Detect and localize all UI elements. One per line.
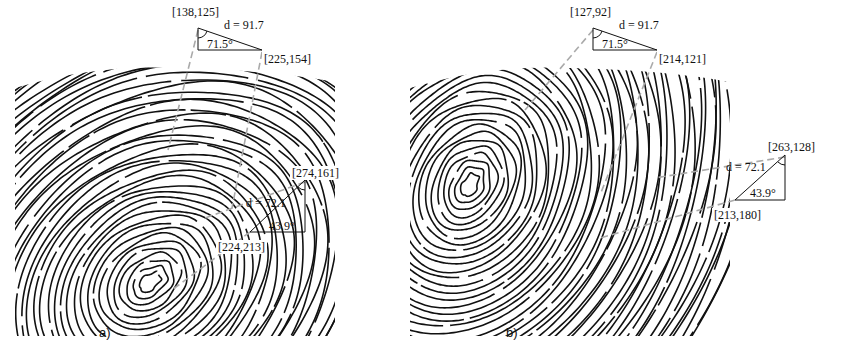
coordinate-label: [274,161] [290, 166, 341, 180]
fingerprint-ridges [0, 0, 472, 342]
coordinate-label: [213,180] [712, 208, 763, 222]
distance-label: d = 91.7 [222, 18, 266, 32]
leader-line [655, 157, 785, 178]
distance-label: d = 72.1 [244, 196, 288, 210]
angle-arc [298, 187, 305, 190]
coordinate-label: [225,154] [262, 52, 313, 66]
fingerprint-ridges [181, 0, 764, 342]
coordinate-label: [224,213] [216, 240, 267, 254]
angle-arc [778, 162, 785, 165]
leader-line [168, 30, 198, 150]
angle-arc [593, 31, 602, 38]
coordinate-label: [263,128] [766, 140, 817, 154]
coordinate-label: [214,121] [657, 52, 708, 66]
angle-label: 43.9° [748, 186, 778, 200]
angle-label: 71.5° [600, 37, 630, 51]
leader-line [205, 182, 305, 218]
leader-line [600, 52, 657, 195]
angle-label: 71.5° [205, 37, 235, 51]
coordinate-label: [138,125] [170, 5, 221, 19]
panel-label: a) [97, 325, 113, 340]
leader-line [232, 52, 262, 208]
coordinate-label: [127,92] [568, 5, 613, 19]
angle-label: 43.9° [267, 219, 297, 233]
angle-arc [198, 31, 207, 38]
leader-line [525, 30, 593, 110]
panel-label: b) [504, 325, 520, 340]
distance-label: d = 91.7 [617, 18, 661, 32]
distance-label: d = 72.1 [724, 160, 768, 174]
